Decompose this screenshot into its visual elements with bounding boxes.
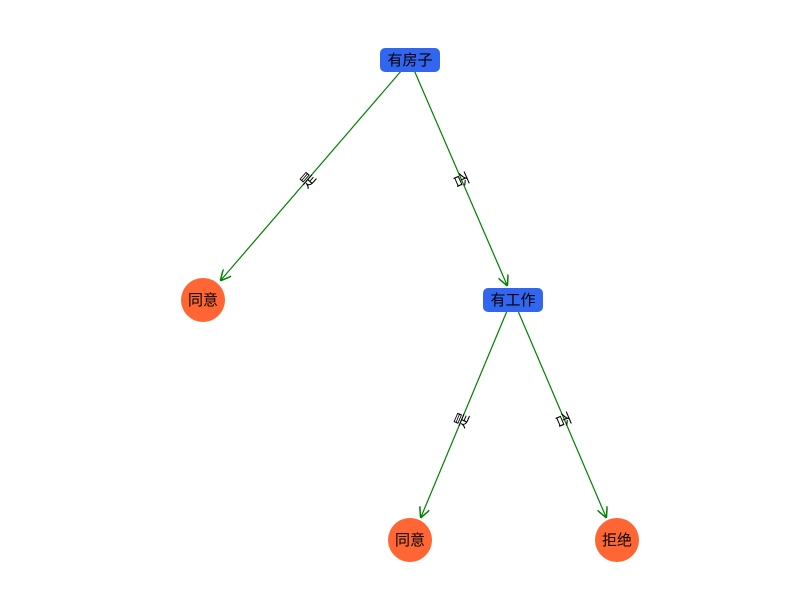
leaf-node-label: 同意 (395, 531, 425, 549)
leaf-node-circle (388, 518, 432, 562)
leaf-node-circle (181, 278, 225, 322)
decision-node-has-job: 有工作 (483, 288, 543, 312)
edge-job-to-yes (421, 310, 508, 517)
edge-label-root-no: 否 (450, 169, 473, 190)
leaf-node-circle (595, 518, 639, 562)
edge-label-job-yes: 是 (451, 410, 473, 431)
decision-node-label: 有工作 (490, 291, 535, 309)
decision-node-has-house: 有房子 (380, 48, 440, 72)
edge-label-job-no: 否 (552, 410, 574, 431)
leaf-node-agree-left: 同意 (181, 278, 225, 322)
decision-node-box (483, 288, 543, 312)
edge-root-to-job (413, 69, 507, 285)
leaf-node-agree-job: 同意 (388, 518, 432, 562)
leaf-node-reject: 拒绝 (595, 518, 639, 562)
edge-job-to-no (517, 310, 606, 517)
leaf-node-label: 拒绝 (602, 531, 632, 549)
leaf-node-label: 同意 (188, 291, 218, 309)
decision-node-label: 有房子 (387, 51, 432, 69)
edge-root-to-leaf-left (221, 69, 403, 280)
decision-node-box (380, 48, 440, 72)
